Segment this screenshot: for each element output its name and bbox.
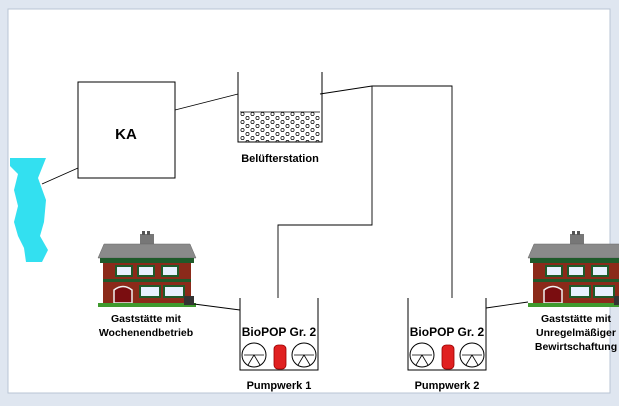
pump1-shaft [239,298,319,371]
pipe-inn-left-to-pump1 [193,303,241,311]
inn-right-label-line2: Unregelmäßiger [536,327,616,339]
aerator-label: Belüfterstation [241,153,319,165]
inn-right-label-line1: Gaststätte mit [541,313,612,325]
pump1-device-label: BioPOP Gr. 2 [242,325,317,339]
filter-tank-icon [237,72,323,143]
inn-left-label-line1: Gaststätte mit [111,313,182,325]
ka-box [77,81,176,179]
ka-aerator-pipe [174,93,239,111]
pipe-split-to-pump1 [277,86,373,298]
canvas-background [7,8,611,394]
pump-icon [241,342,317,370]
pump2-device-label: BioPOP Gr. 2 [410,325,485,339]
ka-label: KA [115,126,137,143]
inn-left-label-line2: Wochenendbetrieb [99,327,193,339]
pipe-inn-right-to-pump2 [485,301,529,309]
pump2-shaft [407,298,487,371]
inn-right-label-line3: Bewirtschaftung [535,341,617,353]
pipe-aerator-to-split [319,85,453,298]
river-icon [10,158,48,262]
pump-icon [409,342,485,370]
river-ka-pipe [41,167,79,185]
pump2-name-label: Pumpwerk 2 [415,380,480,392]
pump1-name-label: Pumpwerk 1 [247,380,312,392]
